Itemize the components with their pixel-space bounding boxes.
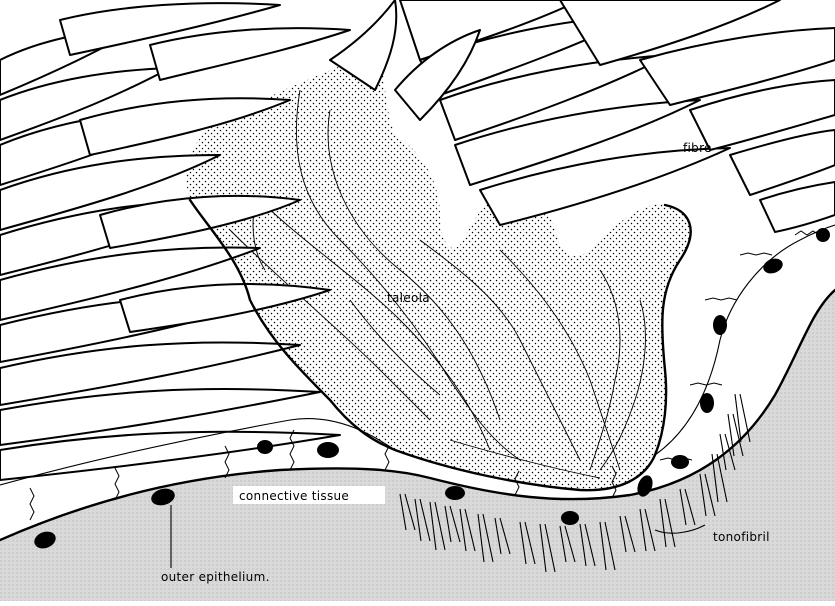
label-taleola: taleola bbox=[387, 291, 430, 305]
label-connective-tissue: connective tissue bbox=[239, 489, 349, 503]
label-tonofibril: tonofibril bbox=[713, 530, 770, 544]
label-outer-epithelium: outer epithelium. bbox=[161, 570, 270, 584]
label-fibre: fibre bbox=[683, 141, 712, 155]
